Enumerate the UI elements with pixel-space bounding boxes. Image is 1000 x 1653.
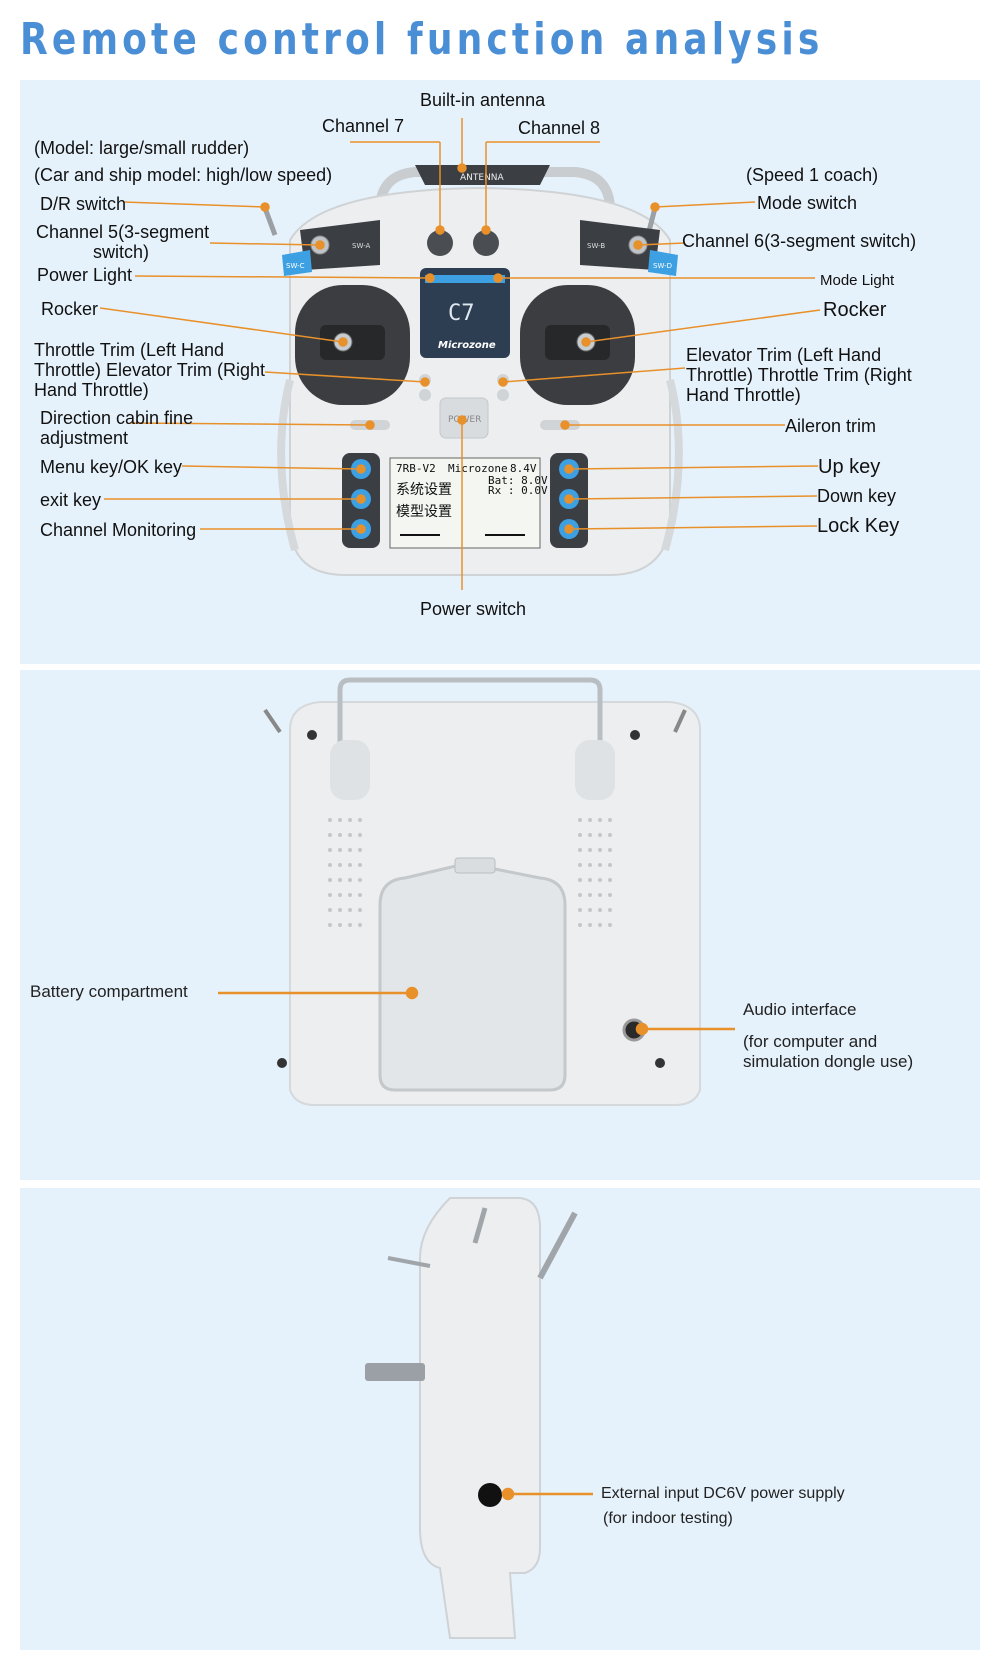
swb-panel [580, 220, 660, 270]
swa-panel [300, 220, 380, 270]
label-channel7: Channel 7 [322, 116, 405, 136]
swc-badge [282, 250, 312, 276]
label-audio-note-2: simulation dongle use) [743, 1052, 914, 1071]
side-knob [365, 1363, 425, 1381]
channel8-knob [473, 230, 499, 256]
channel7-knob [427, 230, 453, 256]
side-leader-lines [501, 1487, 593, 1501]
label-channel6: Channel 6(3-segment switch) [682, 231, 917, 251]
lcd-menu2: 模型设置 [396, 504, 452, 520]
speaker-grille-right [578, 818, 612, 927]
label-channel-monitoring: Channel Monitoring [40, 520, 197, 540]
label-audio-interface: Audio interface [743, 1000, 857, 1019]
label-mode-switch: Mode switch [757, 193, 858, 213]
battery-cover [378, 863, 567, 1092]
antenna-text: ANTENNA [460, 173, 505, 183]
label-channel5-b: switch) [93, 242, 150, 262]
label-elevator-trim-c: Hand Throttle) [686, 385, 801, 405]
label-elevator-trim-a: Elevator Trim (Left Hand [686, 345, 882, 365]
swd-badge [648, 250, 678, 276]
front-view-drawing: ANTENNA SW-A SW-C SW-B SW-D C7 Microzone [99, 118, 821, 590]
label-throttle-trim-c: Hand Throttle) [34, 380, 149, 400]
label-channel8: Channel 8 [518, 118, 601, 138]
label-lock-key: Lock Key [817, 515, 900, 537]
label-mode-light: Mode Light [820, 272, 895, 289]
lcd-bat: Bat: 8.0V [488, 474, 548, 487]
label-power-switch: Power switch [420, 599, 527, 619]
label-direction-a: Direction cabin fine [40, 408, 194, 428]
lcd-screen [389, 457, 541, 549]
back-view-panel: Battery compartment Audio interface (for… [20, 670, 980, 1180]
swd-text: SW-D [653, 262, 672, 270]
label-rocker-right: Rocker [823, 299, 887, 321]
center-display [420, 268, 510, 358]
swc-text: SW-C [286, 262, 305, 270]
right-trim-bar [540, 420, 580, 430]
label-dr-switch: D/R switch [40, 194, 127, 214]
front-view-panel: ANTENNA SW-A SW-C SW-B SW-D C7 Microzone [20, 80, 980, 664]
right-grip [661, 379, 683, 552]
label-model-rudder: (Model: large/small rudder) [34, 138, 250, 158]
label-exit-key: exit key [40, 490, 102, 510]
lcd-menu1: 系统设置 [396, 482, 452, 498]
label-up-key: Up key [818, 456, 881, 478]
label-throttle-trim-b: Throttle) Elevator Trim (Right [34, 360, 266, 380]
lcd-brand: Microzone [448, 462, 508, 475]
label-speed-coach: (Speed 1 coach) [746, 165, 879, 185]
side-body [419, 1197, 541, 1639]
dr-toggle [262, 207, 278, 236]
lcd-model: 7RB-V2 [396, 462, 436, 475]
side-view-drawing [365, 1197, 593, 1639]
label-battery-compartment: Battery compartment [30, 982, 188, 1001]
swb-text: SW-B [587, 242, 605, 250]
leader-lines [99, 118, 821, 590]
back-leader-lines [218, 986, 735, 1036]
lcd-rx: Rx : 0.0V [488, 484, 548, 497]
display-strip [425, 275, 505, 283]
label-audio-note-1: (for computer and [743, 1032, 878, 1051]
label-builtin-antenna: Built-in antenna [420, 90, 546, 110]
label-menu-ok: Menu key/OK key [40, 457, 183, 477]
speaker-grille-left [328, 818, 362, 927]
lcd-volt: 8.4V [510, 462, 537, 475]
label-aileron-trim: Aileron trim [785, 416, 877, 436]
dc-jack [478, 1483, 502, 1507]
antenna-badge [415, 165, 550, 185]
model-text: C7 [448, 301, 475, 326]
label-elevator-trim-b: Throttle) Throttle Trim (Right [686, 365, 912, 385]
side-antenna [537, 1211, 578, 1280]
label-rocker-left: Rocker [41, 299, 99, 319]
side-view-panel: External input DC6V power supply (for in… [20, 1188, 980, 1650]
label-direction-b: adjustment [40, 428, 129, 448]
label-car-ship: (Car and ship model: high/low speed) [34, 165, 333, 185]
page-title: Remote control function analysis [20, 14, 824, 65]
brand-text: Microzone [438, 340, 496, 351]
label-throttle-trim-a: Throttle Trim (Left Hand [34, 340, 225, 360]
label-down-key: Down key [817, 486, 897, 506]
label-dc-input: External input DC6V power supply [601, 1485, 845, 1502]
label-channel5-a: Channel 5(3-segment [36, 222, 210, 242]
swa-text: SW-A [352, 242, 370, 250]
back-view-drawing [218, 677, 735, 1106]
back-handle [337, 677, 603, 750]
label-dc-note: (for indoor testing) [603, 1510, 733, 1527]
label-power-light: Power Light [37, 265, 133, 285]
